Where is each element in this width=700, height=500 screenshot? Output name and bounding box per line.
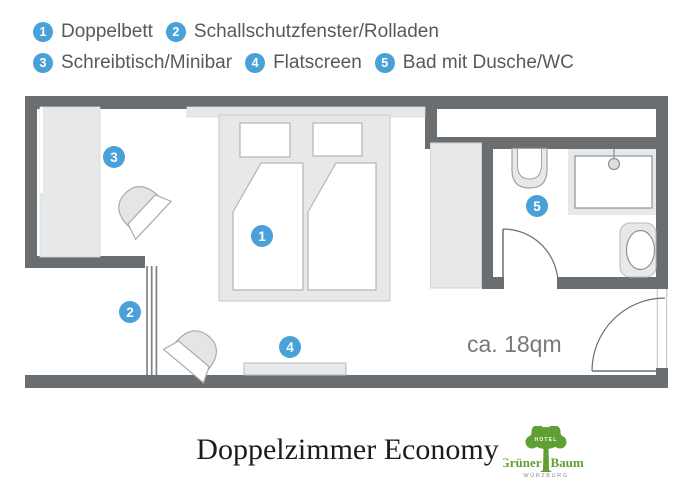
legend-row-1: 1 Doppelbett 2 Schallschutzfenster/Rolla… [33, 21, 574, 43]
legend-badge-5: 5 [374, 53, 395, 73]
plan-marker-5-bad: 5 [526, 195, 548, 217]
plan-marker-3-schreibtisch: 3 [103, 146, 125, 168]
legend-item-bad: 5 Bad mit Dusche/WC [374, 52, 574, 74]
legend-label-doppelbett: Doppelbett [61, 21, 153, 42]
wall-alcove-bottom [25, 256, 145, 268]
entry-door [591, 297, 666, 372]
legend: 1 Doppelbett 2 Schallschutzfenster/Rolla… [33, 21, 574, 74]
logo-name-left: Grüner [503, 455, 542, 470]
legend-label-flatscreen: Flatscreen [273, 52, 362, 73]
washbasin-bowl [517, 148, 542, 180]
desk-chair [118, 186, 173, 241]
logo-city-text: WÜRZBURG [523, 472, 568, 479]
desk-minibar [39, 106, 101, 258]
tree-crown-shape [547, 426, 561, 438]
legend-label-schallschutzfenster: Schallschutzfenster/Rolladen [193, 21, 439, 42]
wall-stub [425, 105, 437, 141]
wall-top [25, 96, 668, 109]
legend-item-flatscreen: 4 Flatscreen [245, 52, 362, 74]
walls [25, 96, 668, 388]
chair-seat [127, 194, 173, 241]
legend-label-bad: Bad mit Dusche/WC [402, 52, 574, 73]
wall-left [25, 96, 37, 268]
mattress-right [307, 162, 377, 291]
logo-tree-crown [525, 426, 567, 449]
tree-crown-shape [553, 435, 567, 449]
tree-trunk [540, 448, 552, 472]
plan-marker-2-fenster: 2 [119, 301, 141, 323]
entry-door-swing-arc [591, 297, 666, 372]
chair-seat [162, 340, 210, 384]
legend-badge-3: 3 [33, 53, 53, 73]
desk-surface [39, 106, 101, 258]
legend-badge-1: 1 [33, 22, 53, 42]
wall-bath-left [482, 137, 493, 289]
legend-item-schallschutzfenster: 2 Schallschutzfenster/Rolladen [165, 21, 439, 43]
area-label: ca. 18qm [467, 331, 562, 357]
wall-bottom [25, 375, 668, 388]
wardrobe [430, 142, 482, 289]
page-title: Doppelzimmer Economy [196, 433, 499, 466]
tree-crown-shape [531, 426, 545, 438]
entry-door-opening [656, 289, 668, 368]
bathroom-door-swing-arc [502, 228, 559, 285]
legend-item-doppelbett: 1 Doppelbett [33, 21, 153, 43]
pillow-right [312, 122, 363, 157]
plan-marker-4-flatscreen: 4 [279, 336, 301, 358]
legend-label-schreibtisch: Schreibtisch/Minibar [61, 52, 233, 73]
desk-edge-line [40, 107, 43, 193]
bathroom [502, 147, 657, 285]
shower-head [607, 157, 621, 171]
legend-item-schreibtisch: 3 Schreibtisch/Minibar [33, 52, 232, 74]
pillow-left [239, 122, 291, 158]
toilet-bowl [625, 229, 656, 271]
wall-right-upper [656, 96, 668, 289]
wall-bath-bottom-right [557, 277, 668, 289]
entry-opening-gap [656, 289, 668, 368]
window [146, 266, 158, 375]
legend-row-2: 3 Schreibtisch/Minibar 4 Flatscreen 5 Ba… [33, 52, 574, 74]
logo-name-right: Baum [551, 455, 584, 470]
flatscreen [243, 362, 347, 376]
hotel-logo: HOTEL Grüner Baum WÜRZBURG [503, 426, 584, 479]
wall-right-lower [656, 368, 668, 388]
logo-hotel-text: HOTEL [535, 437, 558, 443]
legend-badge-2: 2 [165, 22, 186, 42]
plan-marker-1-doppelbett: 1 [251, 225, 273, 247]
tree-crown-shape [525, 435, 539, 449]
double-bed [186, 106, 426, 302]
wall-bath-bottom-left [482, 277, 504, 289]
legend-badge-4: 4 [245, 53, 266, 73]
lounge-chair [162, 330, 218, 384]
